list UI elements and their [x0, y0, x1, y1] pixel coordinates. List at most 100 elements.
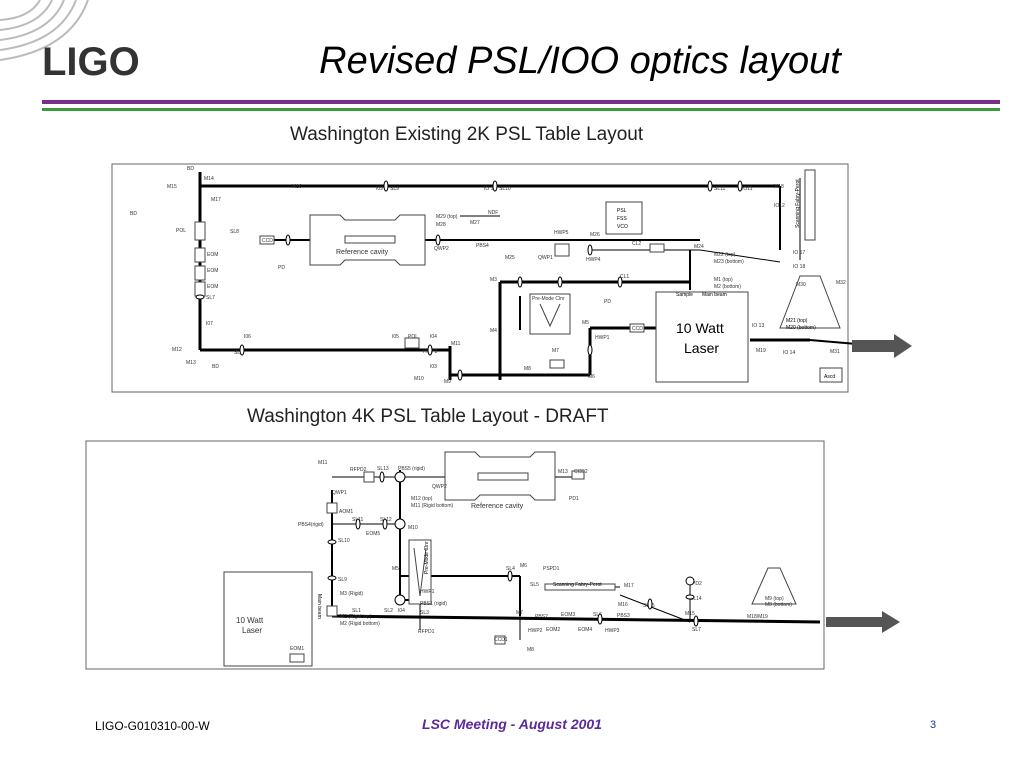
svg-text:EOM: EOM: [207, 252, 218, 258]
svg-text:SL9: SL9: [390, 186, 399, 192]
svg-text:M8: M8: [527, 647, 534, 653]
svg-text:SL6: SL6: [234, 350, 243, 356]
panel1-pslfss-box: [605, 201, 643, 235]
svg-text:SL6: SL6: [593, 612, 602, 618]
svg-text:PD2: PD2: [692, 581, 702, 587]
svg-text:EOM4: EOM4: [578, 627, 592, 633]
svg-text:HWP1: HWP1: [595, 335, 610, 341]
svg-text:HWP4: HWP4: [586, 257, 601, 263]
svg-text:M5: M5: [392, 566, 399, 572]
svg-text:PD1: PD1: [569, 496, 579, 502]
svg-text:M14: M14: [204, 176, 214, 182]
svg-text:QWP2: QWP2: [434, 246, 449, 252]
svg-text:PBS1 (rigid): PBS1 (rigid): [420, 601, 447, 607]
panel1-ascd-box: [819, 367, 843, 383]
svg-text:M29 (top): M29 (top): [436, 214, 458, 220]
svg-text:M6: M6: [520, 563, 527, 569]
svg-text:CCD: CCD: [632, 326, 643, 332]
svg-text:IO 14: IO 14: [783, 350, 795, 356]
svg-text:PD: PD: [604, 299, 611, 305]
svg-text:M6: M6: [588, 374, 595, 380]
svg-text:Main beam: Main beam: [316, 594, 322, 619]
svg-text:PSPD1: PSPD1: [543, 566, 560, 572]
svg-text:M20 (bottom): M20 (bottom): [786, 325, 816, 331]
svg-text:I04: I04: [398, 608, 405, 614]
svg-text:BD: BD: [187, 166, 194, 172]
svg-text:BD: BD: [130, 211, 137, 217]
svg-text:EOM2: EOM2: [546, 627, 560, 633]
svg-text:QWP2: QWP2: [432, 484, 447, 490]
svg-text:M5: M5: [582, 320, 589, 326]
svg-text:POL: POL: [408, 334, 418, 340]
panel1-scanning-fp: [804, 169, 816, 241]
svg-text:M11: M11: [451, 341, 461, 347]
svg-text:M23 (bottom): M23 (bottom): [714, 259, 744, 265]
svg-text:PSL: PSL: [617, 208, 627, 214]
svg-text:M19: M19: [756, 348, 766, 354]
svg-text:FSS: FSS: [617, 216, 627, 222]
svg-text:M8: M8: [524, 366, 531, 372]
svg-text:EOM: EOM: [207, 268, 218, 274]
svg-text:HWP1: HWP1: [420, 589, 435, 595]
svg-text:Laser: Laser: [684, 340, 719, 356]
svg-text:M11 (Rigid bottom): M11 (Rigid bottom): [411, 503, 453, 509]
svg-text:M24: M24: [694, 244, 704, 250]
svg-text:M21 (top): M21 (top): [786, 318, 808, 324]
svg-text:SL4: SL4: [506, 566, 515, 572]
logo-text: LIGO: [42, 40, 140, 84]
svg-text:M1 (Rigid top): M1 (Rigid top): [340, 614, 372, 620]
svg-text:M22 (top): M22 (top): [714, 252, 736, 258]
svg-text:M17: M17: [624, 583, 634, 589]
svg-text:PBS2: PBS2: [535, 614, 548, 620]
svg-text:SL5: SL5: [530, 582, 539, 588]
svg-text:SL10: SL10: [338, 538, 350, 544]
panel1-laser-label: 10 Watt: [676, 320, 724, 336]
svg-text:M15: M15: [167, 184, 177, 190]
svg-text:SL11: SL11: [714, 186, 726, 192]
svg-text:SL9: SL9: [338, 577, 347, 583]
panel1-premode-cleaner: [529, 293, 571, 335]
svg-text:M7: M7: [552, 348, 559, 354]
svg-text:M2 (bottom): M2 (bottom): [714, 284, 741, 290]
svg-text:M16: M16: [292, 184, 302, 190]
svg-text:CL2: CL2: [632, 241, 641, 247]
svg-text:IO 10: IO 10: [484, 186, 496, 192]
svg-text:PBS4: PBS4: [476, 243, 489, 249]
svg-text:M10: M10: [414, 376, 424, 382]
svg-text:M1 (top): M1 (top): [714, 277, 733, 283]
svg-text:M30: M30: [796, 282, 806, 288]
panel1-laser-box: [655, 291, 749, 383]
panel1-periscope: [779, 275, 841, 329]
panel2-title: Washington 4K PSL Table Layout - DRAFT: [247, 406, 609, 427]
title-rule-green: [42, 108, 1000, 111]
panel2-laser-box: [223, 571, 313, 667]
svg-text:M9 (top): M9 (top): [765, 596, 784, 602]
svg-text:I09: I09: [376, 186, 383, 192]
panel2-output-arrow: [826, 611, 900, 633]
svg-text:Reference cavity: Reference cavity: [471, 503, 524, 510]
svg-text:CCD2: CCD2: [574, 469, 588, 475]
svg-text:I05: I05: [392, 334, 399, 340]
svg-text:M8 (bottom): M8 (bottom): [765, 602, 792, 608]
svg-text:SL2: SL2: [384, 608, 393, 614]
panel2-main-output: [331, 614, 821, 624]
svg-text:IO 13: IO 13: [752, 323, 764, 329]
svg-text:PBS3: PBS3: [617, 613, 630, 619]
svg-text:M32: M32: [836, 280, 846, 286]
svg-text:M26: M26: [590, 232, 600, 238]
svg-text:PD: PD: [278, 265, 285, 271]
svg-text:M2 (Rigid bottom): M2 (Rigid bottom): [340, 621, 380, 627]
svg-text:CL1: CL1: [620, 274, 629, 280]
svg-text:M25: M25: [505, 255, 515, 261]
svg-text:SL8: SL8: [230, 229, 239, 235]
svg-text:M28: M28: [436, 222, 446, 228]
svg-text:SL7: SL7: [206, 295, 215, 301]
svg-text:M17: M17: [211, 197, 221, 203]
svg-text:M16: M16: [618, 602, 628, 608]
svg-text:I04: I04: [430, 334, 437, 340]
svg-text:VCO: VCO: [617, 224, 628, 230]
svg-text:M7: M7: [516, 610, 523, 616]
panel1-output-arrow: [852, 334, 912, 358]
panel1-title: Washington Existing 2K PSL Table Layout: [290, 124, 644, 145]
ligo-logo: LIGO: [0, 0, 170, 100]
